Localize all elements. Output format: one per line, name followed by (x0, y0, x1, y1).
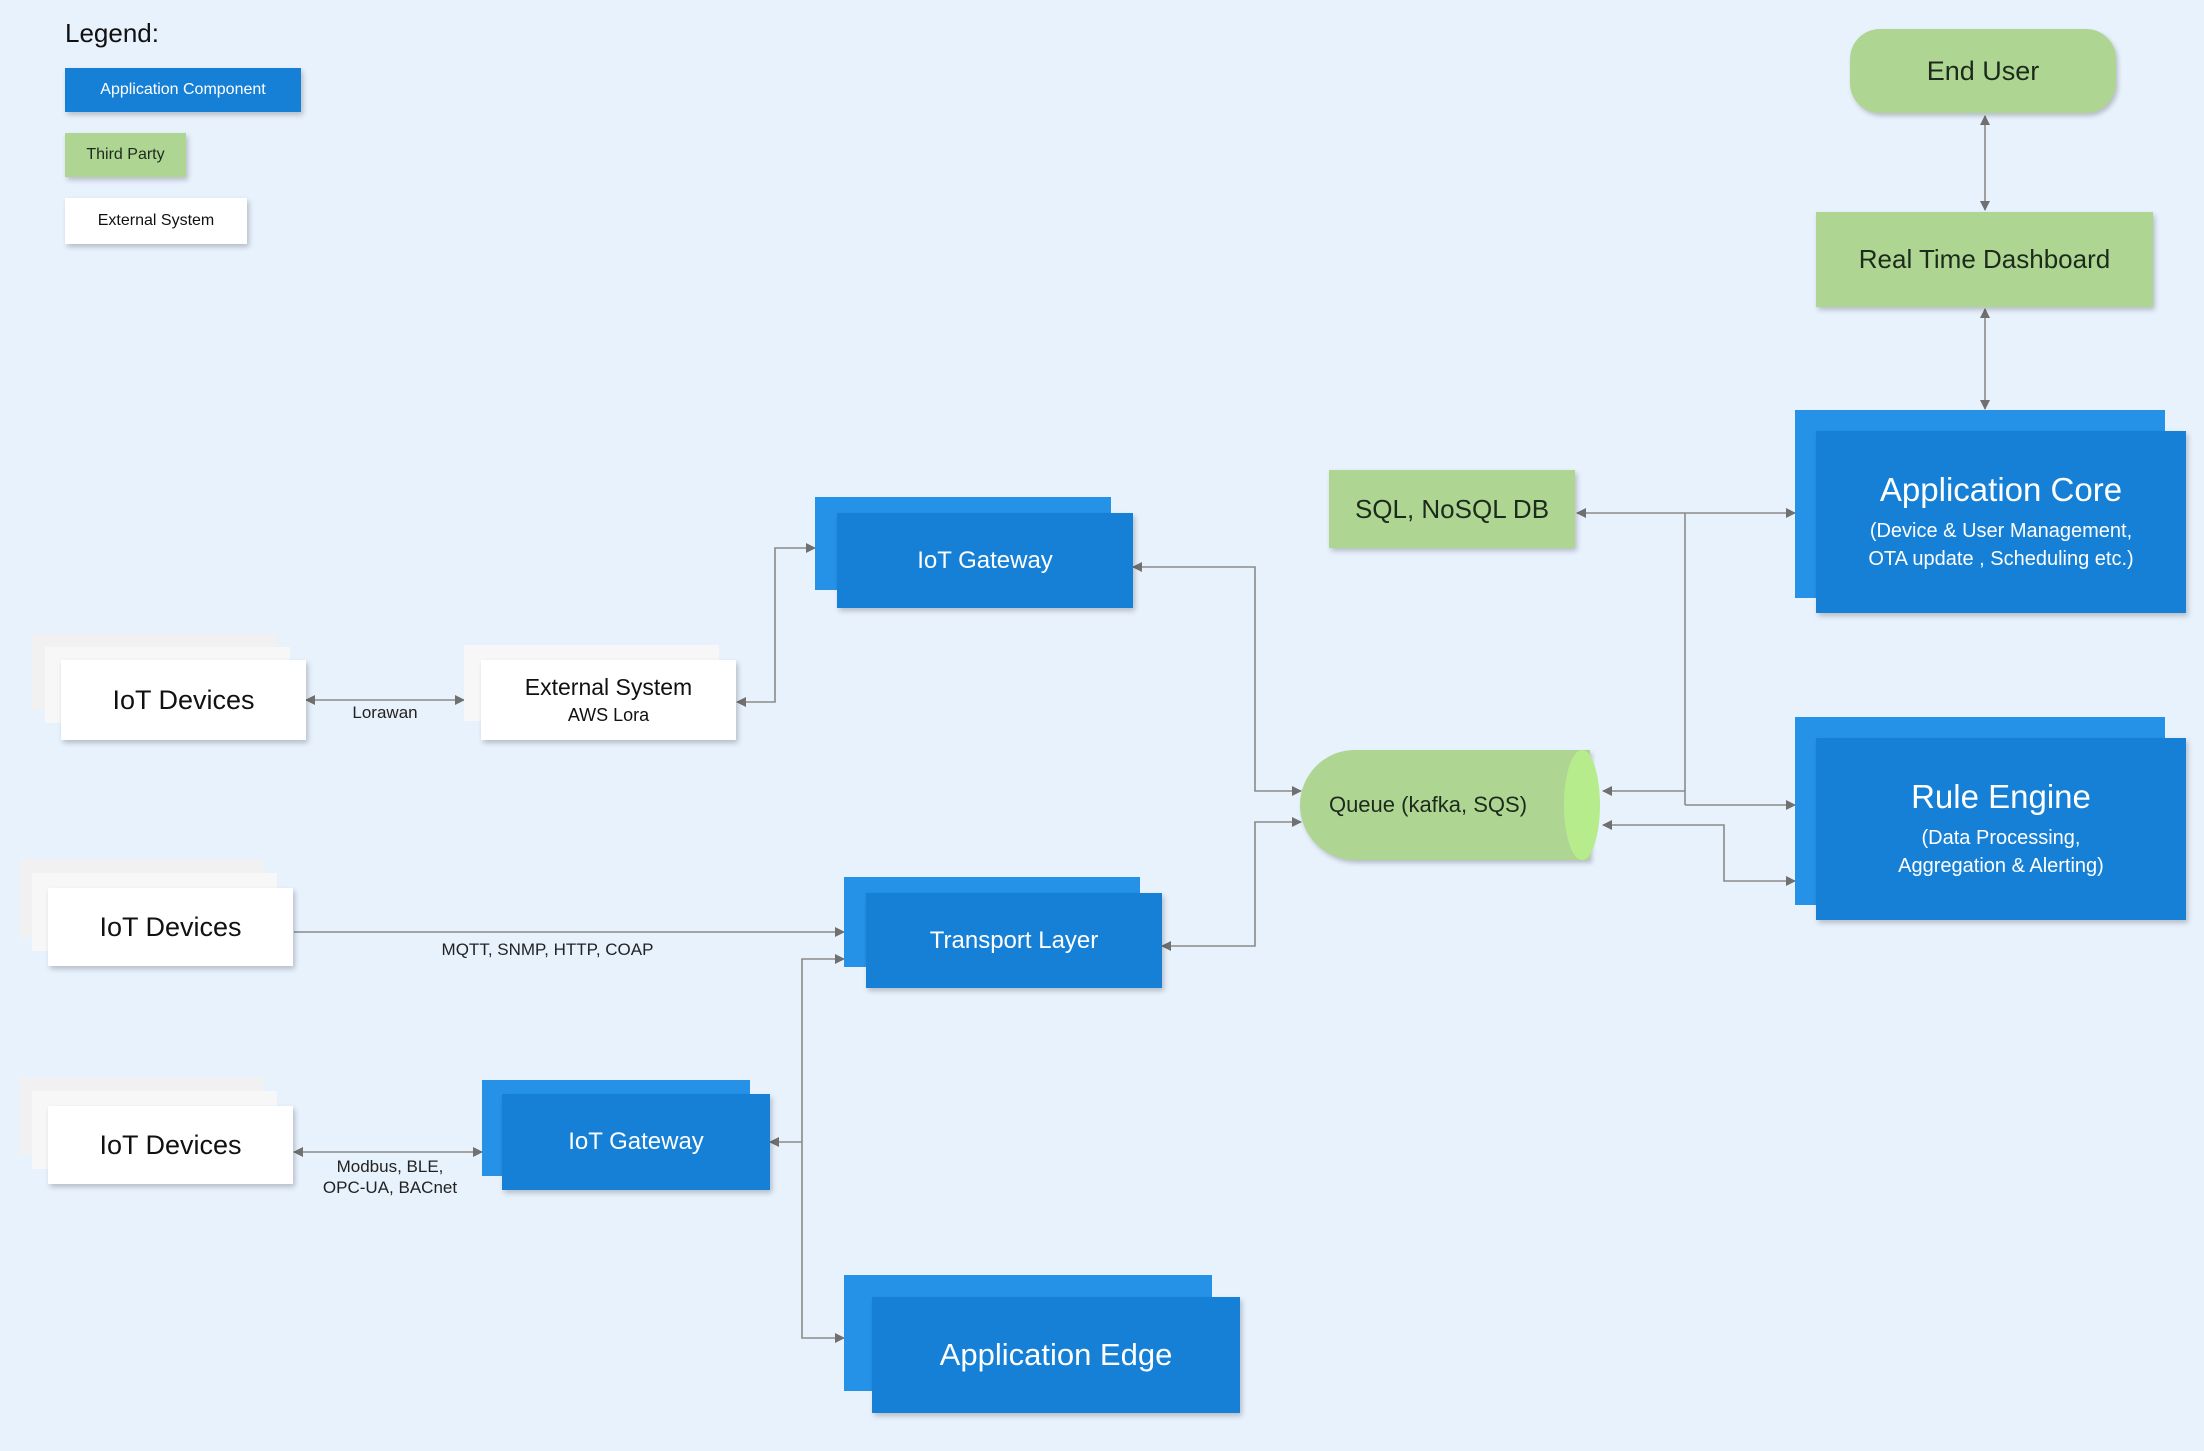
iot-gateway-bottom-label: IoT Gateway (568, 1128, 704, 1155)
legend-external-system-label: External System (97, 212, 215, 229)
queue-cylinder-cap (1564, 750, 1600, 860)
real-time-dashboard-node: Real Time Dashboard (1816, 212, 2153, 307)
application-core-node: Application Core (Device & User Manageme… (1816, 431, 2186, 613)
iot-gateway-top-node: IoT Gateway (837, 513, 1133, 608)
rule-engine-desc-1: (Data Processing, (1921, 827, 2081, 849)
fieldbus-label-line-1: Modbus, BLE, (336, 1157, 444, 1176)
database-label: SQL, NoSQL DB (1354, 493, 1550, 524)
application-edge-label: Application Edge (939, 1337, 1173, 1372)
connector-transport-queue (1161, 817, 1302, 951)
lorawan-label: Lorawan (352, 703, 418, 722)
iot-gateway-top-label: IoT Gateway (917, 546, 1053, 574)
iot-devices-2-node: IoT Devices (48, 888, 293, 966)
protocols-label: MQTT, SNMP, HTTP, COAP (441, 940, 654, 959)
connector-external-gateway (736, 543, 816, 707)
legend-application-component-label: Application Component (100, 81, 266, 98)
fieldbus-label-line-2: OPC-UA, BACnet (322, 1178, 458, 1197)
legend-application-component: Application Component (65, 68, 301, 112)
application-core-desc-2: OTA update , Scheduling etc.) (1868, 548, 2134, 570)
database-node: SQL, NoSQL DB (1329, 470, 1575, 548)
external-system-title: External System (524, 674, 693, 700)
application-core-title: Application Core (1879, 471, 2123, 508)
transport-layer-label: Transport Layer (929, 926, 1099, 954)
rule-engine-node: Rule Engine (Data Processing, Aggregatio… (1816, 738, 2186, 920)
iot-devices-2-label: IoT Devices (99, 911, 242, 942)
real-time-dashboard-label: Real Time Dashboard (1858, 244, 2111, 274)
iot-devices-3-node: IoT Devices (48, 1106, 293, 1184)
transport-layer-node: Transport Layer (866, 893, 1162, 988)
queue-label: Queue (kafka, SQS) (1328, 792, 1528, 817)
rule-engine-desc-2: Aggregation & Alerting) (1898, 855, 2104, 877)
queue-node: Queue (kafka, SQS) (1300, 750, 1602, 860)
connector-gateway-queue (1132, 562, 1302, 796)
legend-external-system: External System (65, 198, 247, 244)
external-system-node: External System AWS Lora (481, 660, 736, 740)
legend-title: Legend: (65, 18, 159, 48)
iot-devices-1-node: IoT Devices (61, 660, 306, 740)
end-user-label: End User (1926, 55, 2040, 86)
external-system-sub: AWS Lora (567, 705, 650, 725)
iot-devices-3-label: IoT Devices (99, 1129, 242, 1160)
legend-third-party-label: Third Party (86, 146, 165, 163)
application-core-desc-1: (Device & User Management, (1869, 520, 2133, 542)
queue-cylinder-body: Queue (kafka, SQS) (1300, 750, 1590, 860)
connector-edge-transport (801, 954, 845, 1343)
end-user-node: End User (1850, 29, 2116, 113)
rule-engine-title: Rule Engine (1911, 778, 2091, 815)
application-edge-node: Application Edge (872, 1297, 1240, 1413)
legend-third-party: Third Party (65, 133, 186, 177)
iot-gateway-bottom-node: IoT Gateway (502, 1094, 770, 1190)
fieldbus-label: Modbus, BLE, OPC-UA, BACnet (310, 1156, 470, 1198)
connector-queue-rule-engine (1602, 820, 1796, 886)
iot-devices-1-label: IoT Devices (112, 684, 255, 715)
